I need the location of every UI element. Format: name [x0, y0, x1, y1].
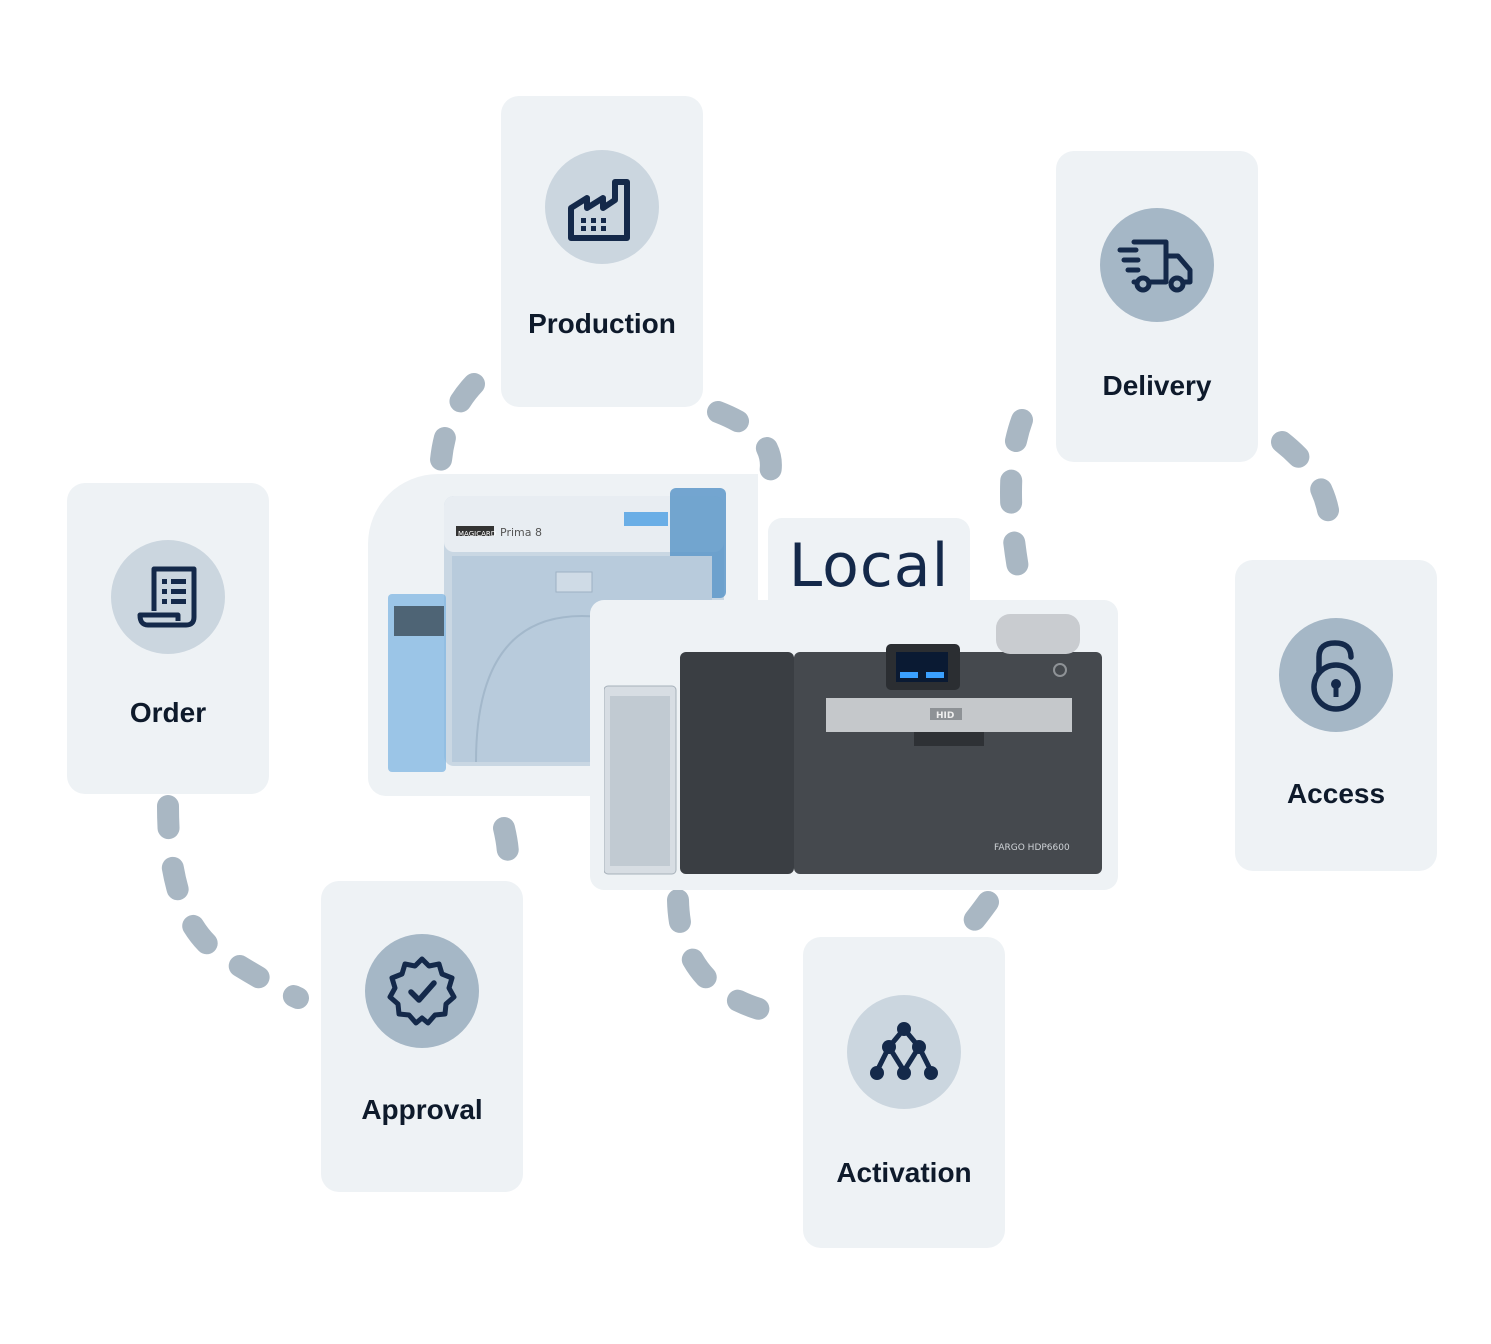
fargo-brand-text: HID: [936, 711, 954, 721]
stage-card-delivery: Delivery: [1056, 151, 1258, 462]
network-tree-icon-badge: [847, 995, 961, 1109]
stage-label-production: Production: [501, 308, 703, 340]
fargo-model-text: FARGO HDP6600: [994, 843, 1070, 853]
stage-card-order: Order: [67, 483, 269, 794]
local-label-box: Local: [768, 518, 970, 614]
unlock-icon-badge: [1279, 618, 1393, 732]
connector-order-approval: [168, 806, 298, 998]
connector-activation-right: [966, 902, 988, 930]
network-tree-icon: [863, 1019, 945, 1085]
stage-card-approval: Approval: [321, 881, 523, 1192]
stage-card-access: Access: [1235, 560, 1437, 871]
magicard-brand-text: MAGICARD: [458, 530, 496, 538]
truck-icon-badge: [1100, 208, 1214, 322]
truck-icon: [1116, 230, 1198, 300]
stage-card-production: Production: [501, 96, 703, 407]
fargo-printer-image: HID FARGO HDP6600: [604, 612, 1110, 878]
receipt-icon-badge: [111, 540, 225, 654]
receipt-icon: [134, 563, 202, 631]
factory-icon-badge: [545, 150, 659, 264]
magicard-model-text: Prima 8: [500, 526, 542, 539]
connector-activation-left: [678, 900, 770, 1012]
local-label: Local: [789, 531, 950, 601]
connector-approval-center: [504, 828, 508, 856]
connector-production-left: [440, 384, 474, 480]
factory-icon: [565, 170, 639, 244]
stage-label-order: Order: [67, 697, 269, 729]
verified-badge-icon: [386, 955, 458, 1027]
stage-label-approval: Approval: [321, 1094, 523, 1126]
verified-badge-icon-badge: [365, 934, 479, 1048]
stage-label-activation: Activation: [803, 1157, 1005, 1189]
connector-delivery-right: [1282, 442, 1330, 530]
stage-label-access: Access: [1235, 778, 1437, 810]
stage-card-activation: Activation: [803, 937, 1005, 1248]
stage-label-delivery: Delivery: [1056, 370, 1258, 402]
unlock-icon: [1305, 637, 1367, 713]
connector-delivery-left: [1011, 420, 1022, 590]
